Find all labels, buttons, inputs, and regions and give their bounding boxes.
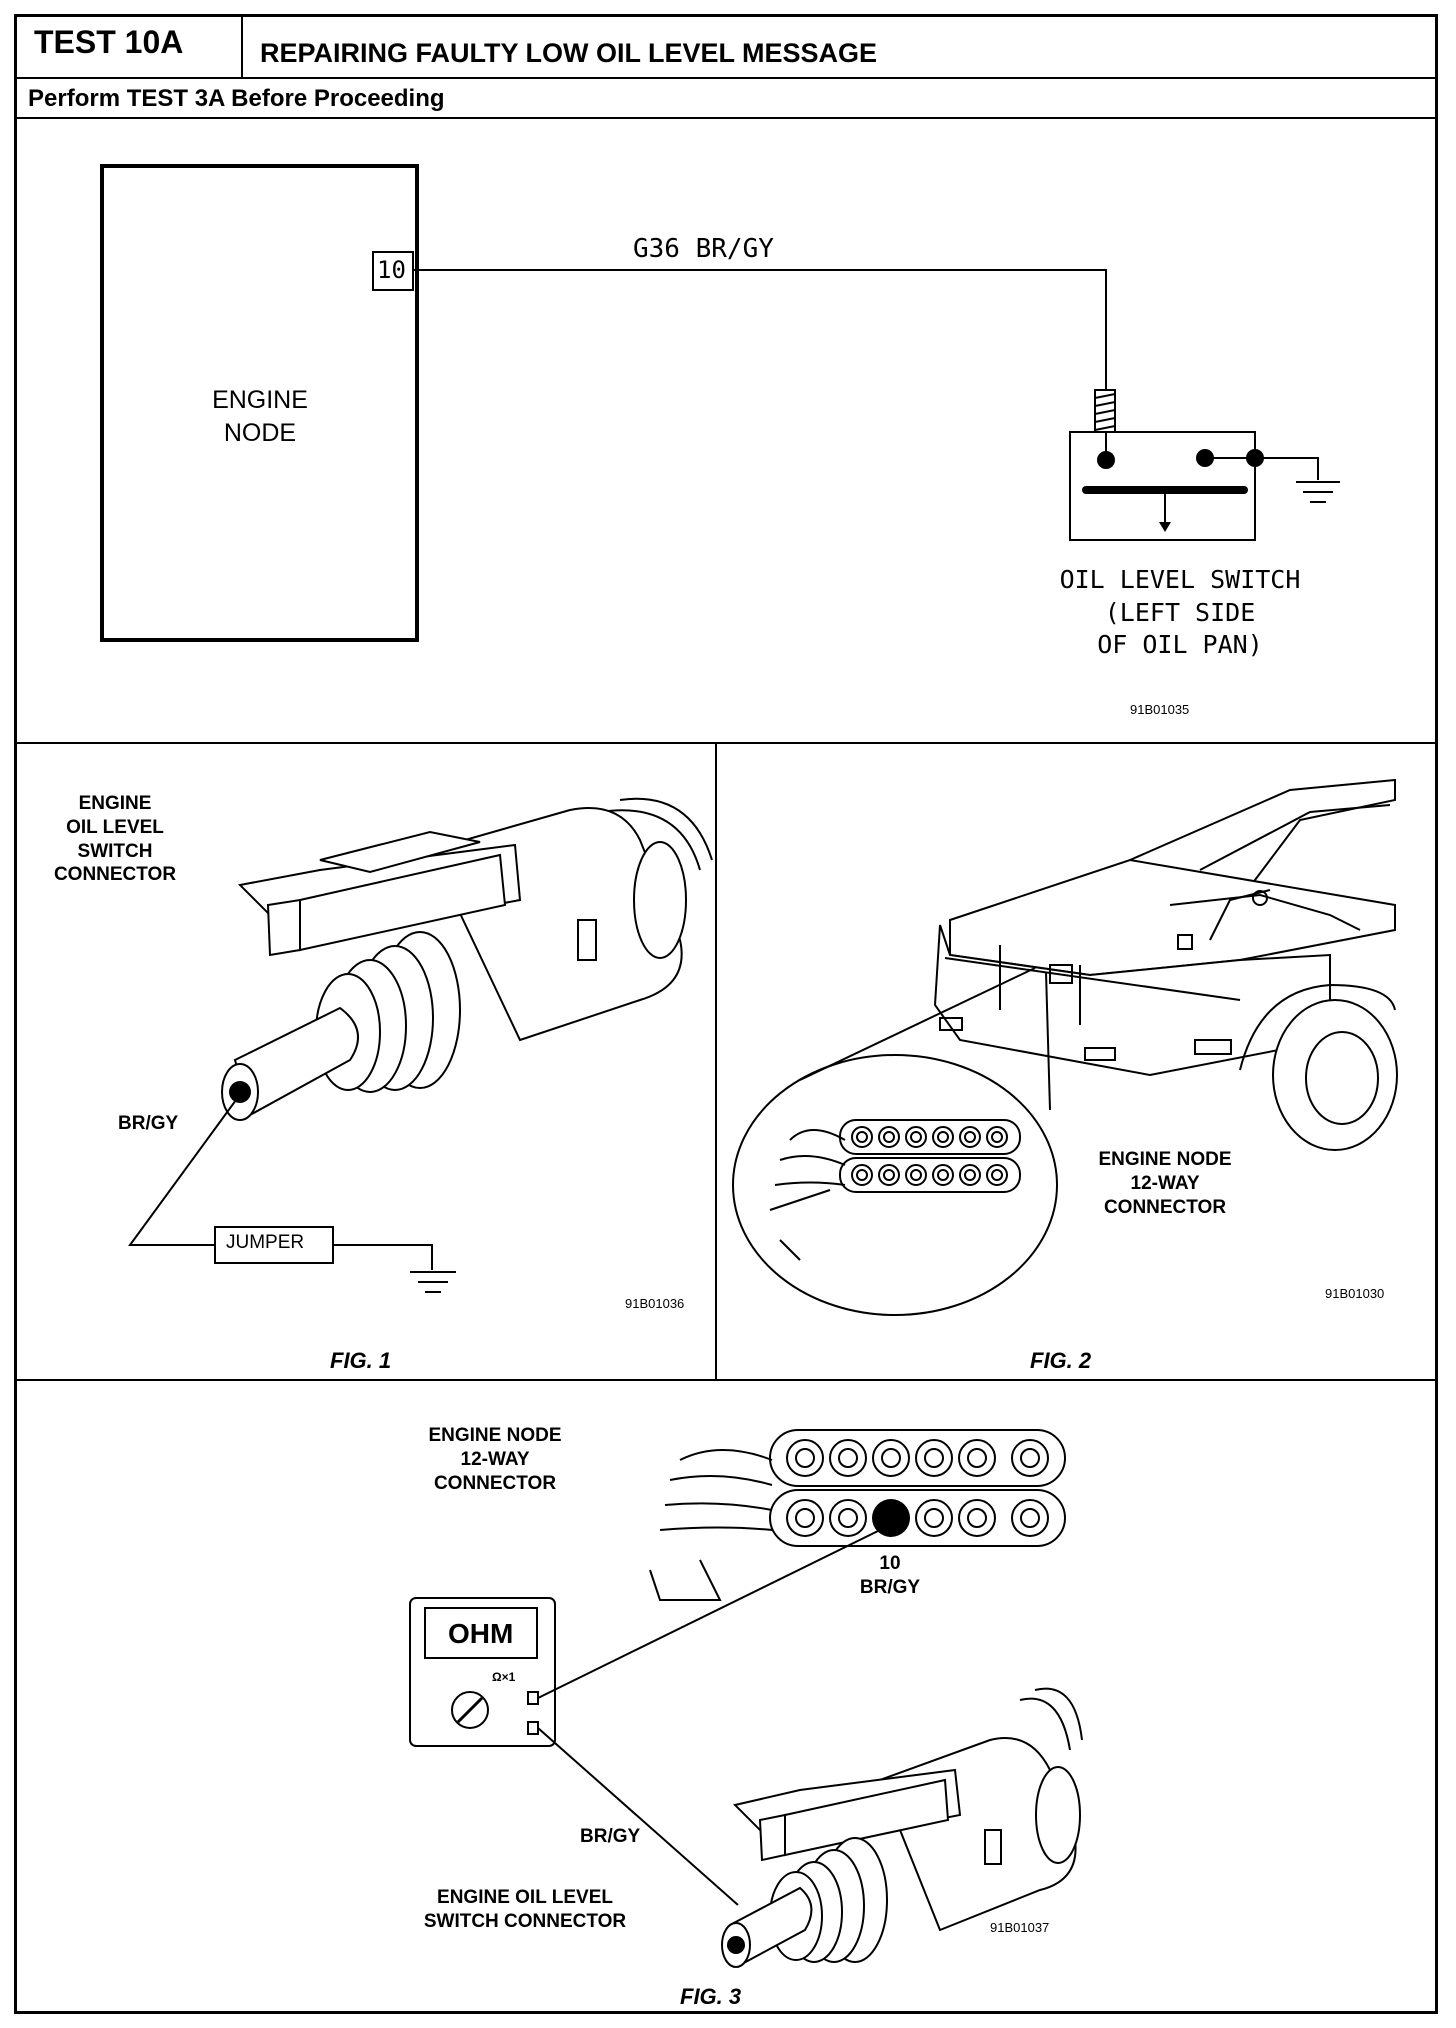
- fig3-ref-code: 91B01037: [990, 1920, 1050, 1935]
- fig1-connector-label: ENGINE OIL LEVEL SWITCH CONNECTOR: [53, 793, 177, 886]
- section-divider-2: [14, 1379, 1438, 1381]
- fig3-lead-to-switch: [537, 1727, 739, 1906]
- fig2-car-roof: [1129, 778, 1396, 901]
- wire-label: G36 BR/GY: [633, 234, 774, 264]
- fig3-terminal: [727, 1936, 745, 1954]
- pin-10-label: 10: [377, 256, 406, 284]
- fig1-wire-label: BR/GY: [118, 1113, 179, 1134]
- ohmmeter-range-label: Ω×1: [492, 1670, 516, 1684]
- header-test-divider: [241, 14, 243, 78]
- ohmmeter-display-text: OHM: [448, 1618, 514, 1649]
- fig2-car-front: [933, 924, 1331, 1077]
- oil-level-switch-label: OIL LEVEL SWITCH (LEFT SIDE OF OIL PAN): [1059, 565, 1301, 659]
- wire-g36: [413, 269, 1107, 390]
- fig2-caption: FIG. 2: [1030, 1348, 1092, 1373]
- ground-wire: [1255, 457, 1319, 480]
- oil-level-switch-body: [1069, 431, 1256, 541]
- fig1-barrel: [233, 1006, 359, 1117]
- fig-divider: [715, 742, 717, 1379]
- page-title: REPAIRING FAULTY LOW OIL LEVEL MESSAGE: [260, 38, 878, 68]
- section-divider-1: [14, 742, 1438, 744]
- schematic-ref-code: 91B01035: [1130, 702, 1190, 717]
- fig1-terminal: [229, 1081, 251, 1103]
- fig3-connector-label: ENGINE NODE 12-WAY CONNECTOR: [428, 1425, 562, 1494]
- fig3-switch-label: ENGINE OIL LEVEL SWITCH CONNECTOR: [423, 1887, 627, 1932]
- fig1-ref-code: 91B01036: [625, 1296, 685, 1311]
- prerequisite-note: Perform TEST 3A Before Proceeding: [28, 85, 445, 112]
- fig2-ref-code: 91B01030: [1325, 1286, 1385, 1301]
- fig2-connector-label: ENGINE NODE 12-WAY CONNECTOR: [1098, 1149, 1232, 1218]
- fig3-wire-label: BR/GY: [580, 1826, 641, 1847]
- subheader-divider: [14, 117, 1438, 119]
- fig1-caption: FIG. 1: [330, 1348, 392, 1373]
- ohmmeter-display: [424, 1607, 538, 1659]
- fig1-jumper-label: JUMPER: [226, 1232, 305, 1253]
- page-frame: [14, 14, 1438, 2014]
- fig3-pin-label: 10 BR/GY: [859, 1553, 921, 1598]
- header-divider: [14, 77, 1438, 79]
- test-id: TEST 10A: [34, 24, 184, 60]
- fig3-caption: FIG. 3: [680, 1984, 742, 2009]
- engine-node-label: ENGINE NODE: [212, 386, 308, 447]
- fig3-pin-10: [872, 1499, 910, 1537]
- fig1-jumper-lead: [128, 1099, 237, 1246]
- engine-node-box: [100, 164, 419, 642]
- fig3-lead-to-pin: [537, 1529, 881, 1699]
